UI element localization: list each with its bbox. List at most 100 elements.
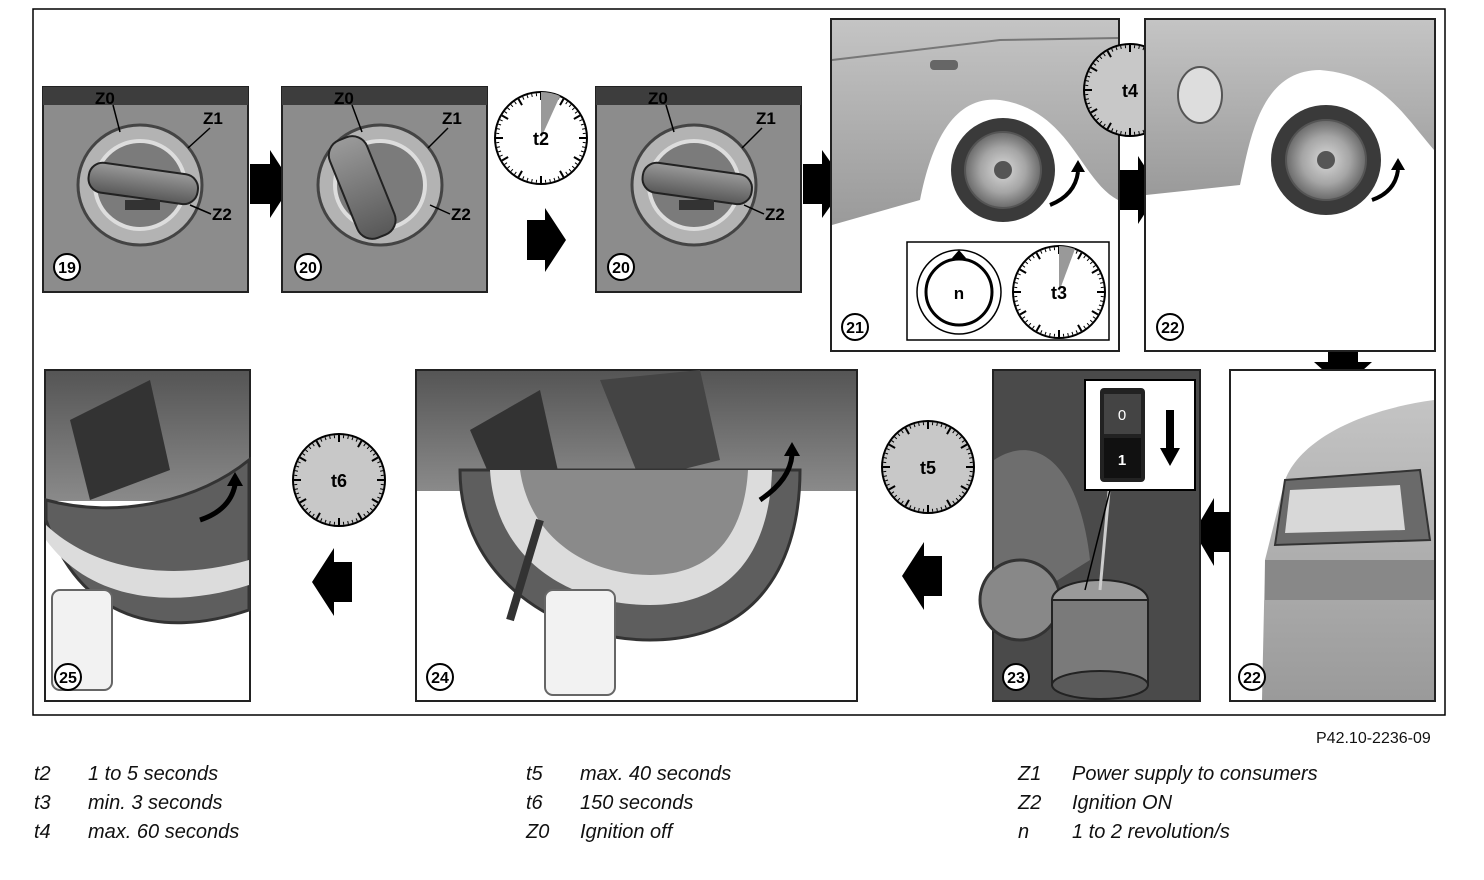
dial-tick — [351, 519, 354, 523]
arrow-right-icon — [527, 208, 566, 272]
timer-t6-icon: t6 — [292, 433, 386, 527]
dial-tick — [1017, 273, 1021, 276]
timer-t5-icon: t5 — [881, 420, 975, 514]
dial-tick — [888, 443, 896, 449]
dial-tick — [1077, 324, 1083, 332]
dial-tick — [952, 500, 955, 504]
dial-tick — [955, 497, 959, 501]
dial-tick — [1014, 300, 1019, 302]
dial-tick — [1099, 300, 1104, 302]
dial-tick — [366, 510, 370, 514]
dial-tick — [1028, 258, 1032, 262]
panel-number: 20 — [299, 260, 317, 277]
dial-tick — [1087, 75, 1091, 78]
dial-tick — [952, 430, 955, 434]
dial-tick — [961, 440, 965, 443]
arrow-left-icon — [312, 548, 352, 616]
dial-tick — [1091, 310, 1099, 316]
dial-tick — [968, 457, 973, 459]
dial-tick — [363, 513, 366, 517]
dial-tick — [888, 485, 896, 491]
dial-tick — [1028, 322, 1032, 326]
dial-tick — [1035, 324, 1041, 332]
dial-tick — [355, 518, 358, 522]
panel-number: 25 — [59, 670, 77, 687]
dial-tick — [504, 162, 508, 165]
dial-tick — [1111, 48, 1114, 52]
dial-tick — [312, 443, 315, 447]
dial-tick — [559, 170, 565, 178]
dial-tick — [1092, 316, 1096, 319]
dial-tick — [886, 448, 890, 451]
dial-tick — [1098, 304, 1102, 307]
dial-tick — [1103, 53, 1106, 57]
switch-label-1: 1 — [1118, 452, 1126, 469]
dial-tick — [501, 114, 509, 120]
dial-tick — [571, 107, 575, 111]
dial-tick — [891, 491, 895, 494]
dial-tick — [1035, 252, 1041, 260]
dial-tick — [909, 505, 912, 509]
dial-tick — [308, 446, 312, 450]
dial-tick — [568, 104, 572, 108]
timer-label: t2 — [533, 129, 549, 149]
dial-tick — [299, 498, 307, 504]
dial-tick — [1097, 273, 1101, 276]
dial-tick — [565, 171, 568, 175]
dial-tick — [347, 520, 349, 525]
dial-tick — [1025, 261, 1029, 265]
dial-tick — [1093, 63, 1097, 66]
dial-tick — [312, 513, 315, 517]
dial-tick — [1088, 106, 1092, 109]
dial-tick — [329, 435, 331, 440]
panel-22-a: 22 — [1144, 18, 1436, 352]
dial-tick — [568, 168, 572, 172]
dial-tick — [1098, 277, 1102, 280]
dial-tick — [1093, 114, 1097, 117]
dial-tick — [557, 176, 560, 180]
arrow-right-icon — [250, 150, 292, 218]
dial-tick — [372, 504, 376, 507]
dial-tick — [1044, 331, 1047, 335]
dial-tick — [1040, 330, 1043, 334]
dial-tick — [967, 452, 971, 455]
dial-tick — [1089, 319, 1093, 323]
dial-tick — [1067, 332, 1069, 337]
switch-label-0: 0 — [1118, 407, 1126, 424]
timer-label: t5 — [920, 458, 936, 478]
dial-tick — [366, 446, 370, 450]
dial-tick — [320, 438, 323, 442]
dial-tick — [574, 111, 578, 114]
dial-tick — [514, 171, 517, 175]
dial-tick — [302, 453, 306, 456]
dial-tick — [1022, 265, 1026, 268]
dial-tick — [571, 165, 575, 169]
dial-tick — [324, 519, 327, 523]
panel-number: 19 — [58, 260, 76, 277]
panel-25: 25 — [44, 369, 251, 702]
dial-tick — [565, 101, 568, 105]
dial-tick — [1106, 122, 1112, 130]
dial-tick — [517, 170, 523, 178]
dial-tick — [377, 496, 381, 499]
dial-tick — [315, 512, 321, 520]
dial-tick — [507, 107, 511, 111]
dial-tick — [581, 128, 586, 130]
dial-tick — [961, 491, 965, 494]
dial-tick — [1022, 316, 1026, 319]
dial-tick — [573, 114, 581, 120]
dial-tick — [1075, 330, 1078, 334]
dial-tick — [371, 456, 379, 462]
dial-tick — [885, 452, 889, 455]
dial-tick — [517, 98, 523, 106]
dial-tick — [496, 146, 501, 148]
dial-tick — [372, 453, 376, 456]
dial-tick — [1138, 45, 1140, 50]
dial-tick — [1019, 268, 1027, 274]
dial-tick — [522, 176, 525, 180]
dial-tick — [302, 504, 306, 507]
